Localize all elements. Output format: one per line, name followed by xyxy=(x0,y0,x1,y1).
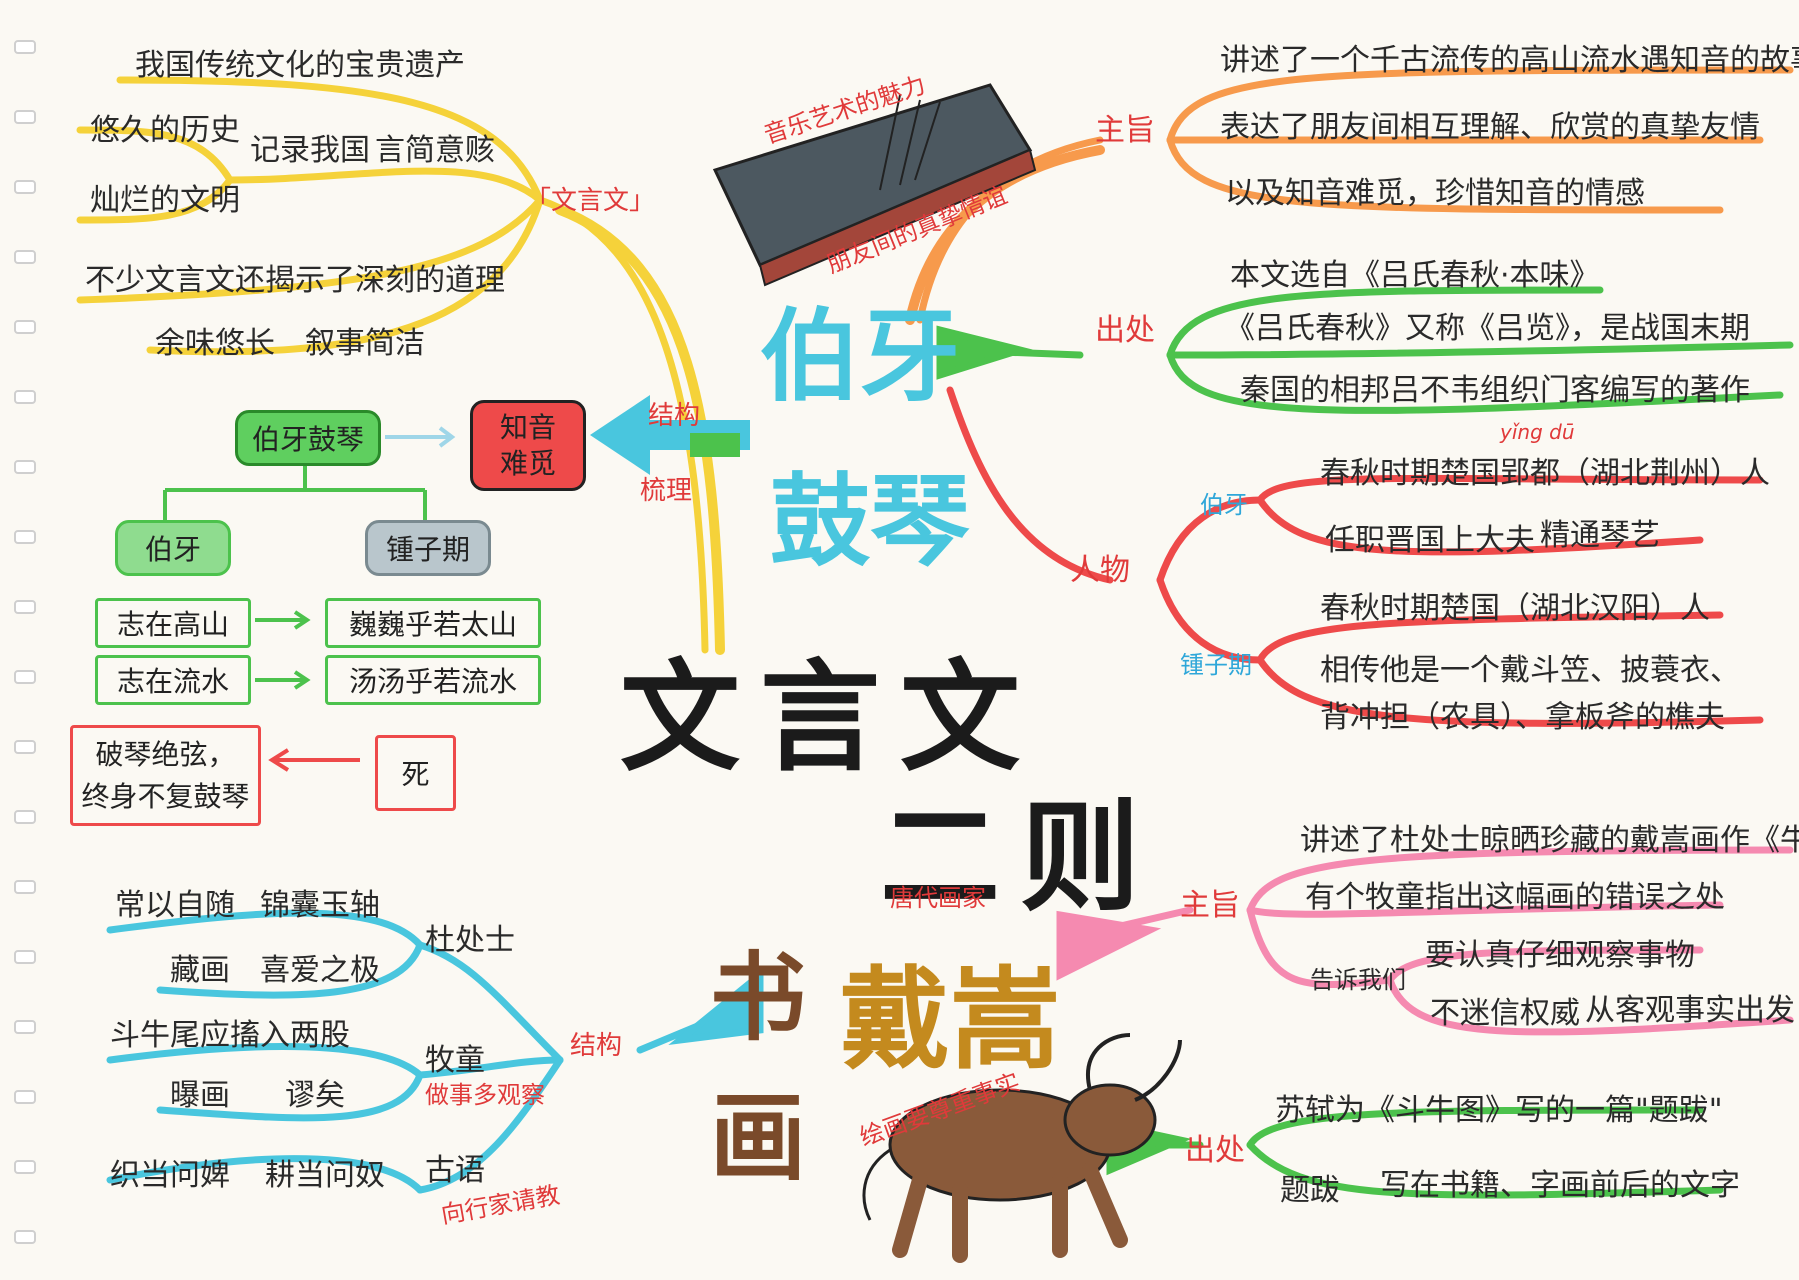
renwu-zhong-label: 锺子期 xyxy=(1180,651,1252,679)
boya-chuchu-item: 秦国的相邦吕不韦组织门客编写的著作 xyxy=(1240,373,1750,408)
du-item: 锦囊玉轴 xyxy=(260,888,380,923)
sub-title: 二则 xyxy=(880,789,1160,928)
boya-title-bottom: 鼓琴 xyxy=(770,463,970,580)
boya-chuchu-item: 本文选自《吕氏春秋·本味》 xyxy=(1230,258,1600,293)
wenyanwen-item: 余味悠长 xyxy=(155,326,275,361)
death-box: 死 xyxy=(375,735,456,811)
grey-arrow xyxy=(385,426,456,448)
mutong-label: 牧童 xyxy=(425,1043,485,1078)
daisong-title-left: 书 xyxy=(710,942,806,1054)
knowing-box: 知音难觅 xyxy=(470,400,586,491)
boya-zhuzhi-item: 以及知音难觅，珍惜知音的情感 xyxy=(1225,176,1645,211)
boya-center-box: 伯牙鼓琴 xyxy=(235,410,381,466)
daisong-zhuzhi-item: 讲述了杜处士晾晒珍藏的戴嵩画作《牛》 xyxy=(1300,823,1799,858)
du-label: 杜处士 xyxy=(425,923,515,958)
guyu-item: 织当问婢 xyxy=(110,1158,230,1193)
wenyanwen-item: 不少文言文还揭示了深刻的道理 xyxy=(85,263,505,298)
du-item: 喜爱之极 xyxy=(260,953,380,988)
mutong-item: 曝画 xyxy=(170,1078,230,1113)
boya-person-box: 伯牙 xyxy=(115,520,231,576)
boya-title-top: 伯牙 xyxy=(760,298,960,415)
mutong-item: 斗牛尾应搐入两股 xyxy=(110,1018,350,1053)
guyu-item: 耕当问奴 xyxy=(265,1158,385,1193)
yellow-branch xyxy=(76,76,725,655)
result-box: 破琴绝弦， 终身不复鼓琴 xyxy=(70,725,261,826)
wenyanwen-item: 言简意赅 xyxy=(375,133,495,168)
du-item: 藏画 xyxy=(170,953,230,988)
painter-note: 唐代画家 xyxy=(890,884,986,912)
boya-zhuzhi-label: 主旨 xyxy=(1095,113,1155,148)
result-line: 破琴绝弦， xyxy=(95,737,236,771)
row2-right-box: 汤汤乎若流水 xyxy=(325,655,541,705)
row1-right-box: 巍巍乎若太山 xyxy=(325,598,541,648)
red-arrow xyxy=(268,748,360,772)
boya-zhuzhi-item: 表达了朋友间相互理解、欣赏的真挚友情 xyxy=(1220,110,1760,145)
renwu-boya-label: 伯牙 xyxy=(1200,491,1248,519)
renwu-boya-item: 春秋时期楚国郢都（湖北荆州）人 xyxy=(1320,456,1770,491)
renwu-boya-item: 精通琴艺 xyxy=(1540,518,1660,553)
result-line: 终身不复鼓琴 xyxy=(81,779,250,813)
guqin-illustration xyxy=(712,83,1037,287)
zhong-person-box: 锺子期 xyxy=(365,520,491,576)
boya-zhuzhi-item: 讲述了一个千古流传的高山流水遇知音的故事 xyxy=(1220,43,1799,78)
renwu-label: 人物 xyxy=(1070,553,1130,588)
cow-illustration xyxy=(862,1033,1182,1263)
wenyanwen-item: 灿烂的文明 xyxy=(90,183,240,218)
pink-branch xyxy=(1056,846,1794,1036)
orange-branch xyxy=(905,66,1794,325)
mutong-item: 谬矣 xyxy=(285,1078,345,1113)
daisong-jiegou-label: 结构 xyxy=(570,1031,623,1061)
boya-chuchu-item: 《吕氏春秋》又称《吕览》，是战国末期 xyxy=(1225,311,1750,346)
tell-item: 不迷信权威 xyxy=(1430,996,1580,1031)
boya-chuchu-label: 出处 xyxy=(1095,313,1155,348)
du-item: 常以自随 xyxy=(115,888,235,923)
boya-jiegou-label-bottom: 梳理 xyxy=(640,476,693,506)
guyu-label: 古语 xyxy=(425,1153,485,1188)
daisong-chuchu-item: 题跋 xyxy=(1280,1173,1340,1208)
daisong-zhuzhi-item: 有个牧童指出这幅画的错误之处 xyxy=(1305,880,1725,915)
boya-jiegou-label-top: 结构 xyxy=(648,401,701,431)
mutong-note: 做事多观察 xyxy=(425,1081,545,1109)
renwu-zhong-item: 背冲担（农具）、拿板斧的樵夫 xyxy=(1320,700,1725,735)
daisong-title-main: 戴嵩 xyxy=(840,956,1060,1084)
wenyanwen-item: 我国传统文化的宝贵遗产 xyxy=(135,48,465,83)
daisong-title-bottom: 画 xyxy=(710,1082,806,1194)
red-branch xyxy=(946,386,1764,727)
daisong-chuchu-item: 苏轼为《斗牛图》写的一篇"题跋" xyxy=(1275,1093,1723,1128)
cyan-branch xyxy=(106,909,764,1194)
wenyanwen-item: 叙事简洁 xyxy=(305,326,425,361)
cyan-arrow xyxy=(590,395,750,475)
row1-left-box: 志在高山 xyxy=(95,598,251,648)
daisong-zhuzhi-label: 主旨 xyxy=(1180,888,1240,923)
wenyanwen-item: 悠久的历史 xyxy=(90,113,240,148)
row2-left-box: 志在流水 xyxy=(95,655,251,705)
renwu-zhong-item: 相传他是一个戴斗笠、披蓑衣、 xyxy=(1320,653,1740,688)
green-branch xyxy=(936,286,1794,414)
green-arrows xyxy=(255,610,311,690)
daisong-chuchu-item: 写在书籍、字画前后的文字 xyxy=(1380,1168,1740,1203)
wenyanwen-item: 记录我国 xyxy=(250,133,370,168)
tell-item: 从客观事实出发 xyxy=(1585,993,1795,1028)
pinyin-note: yǐng dū xyxy=(1500,420,1575,444)
tell-label: 告诉我们 xyxy=(1310,966,1406,994)
tell-item: 要认真仔细观察事物 xyxy=(1425,938,1695,973)
boya-tree-lines xyxy=(163,465,427,520)
daisong-chuchu-label: 出处 xyxy=(1185,1133,1245,1168)
renwu-zhong-item: 春秋时期楚国（湖北汉阳）人 xyxy=(1320,591,1710,626)
renwu-boya-item: 任职晋国上大夫 xyxy=(1325,523,1535,558)
main-title: 文言文 xyxy=(620,649,1040,788)
wenyanwen-label: 「文言文」 xyxy=(525,186,656,216)
